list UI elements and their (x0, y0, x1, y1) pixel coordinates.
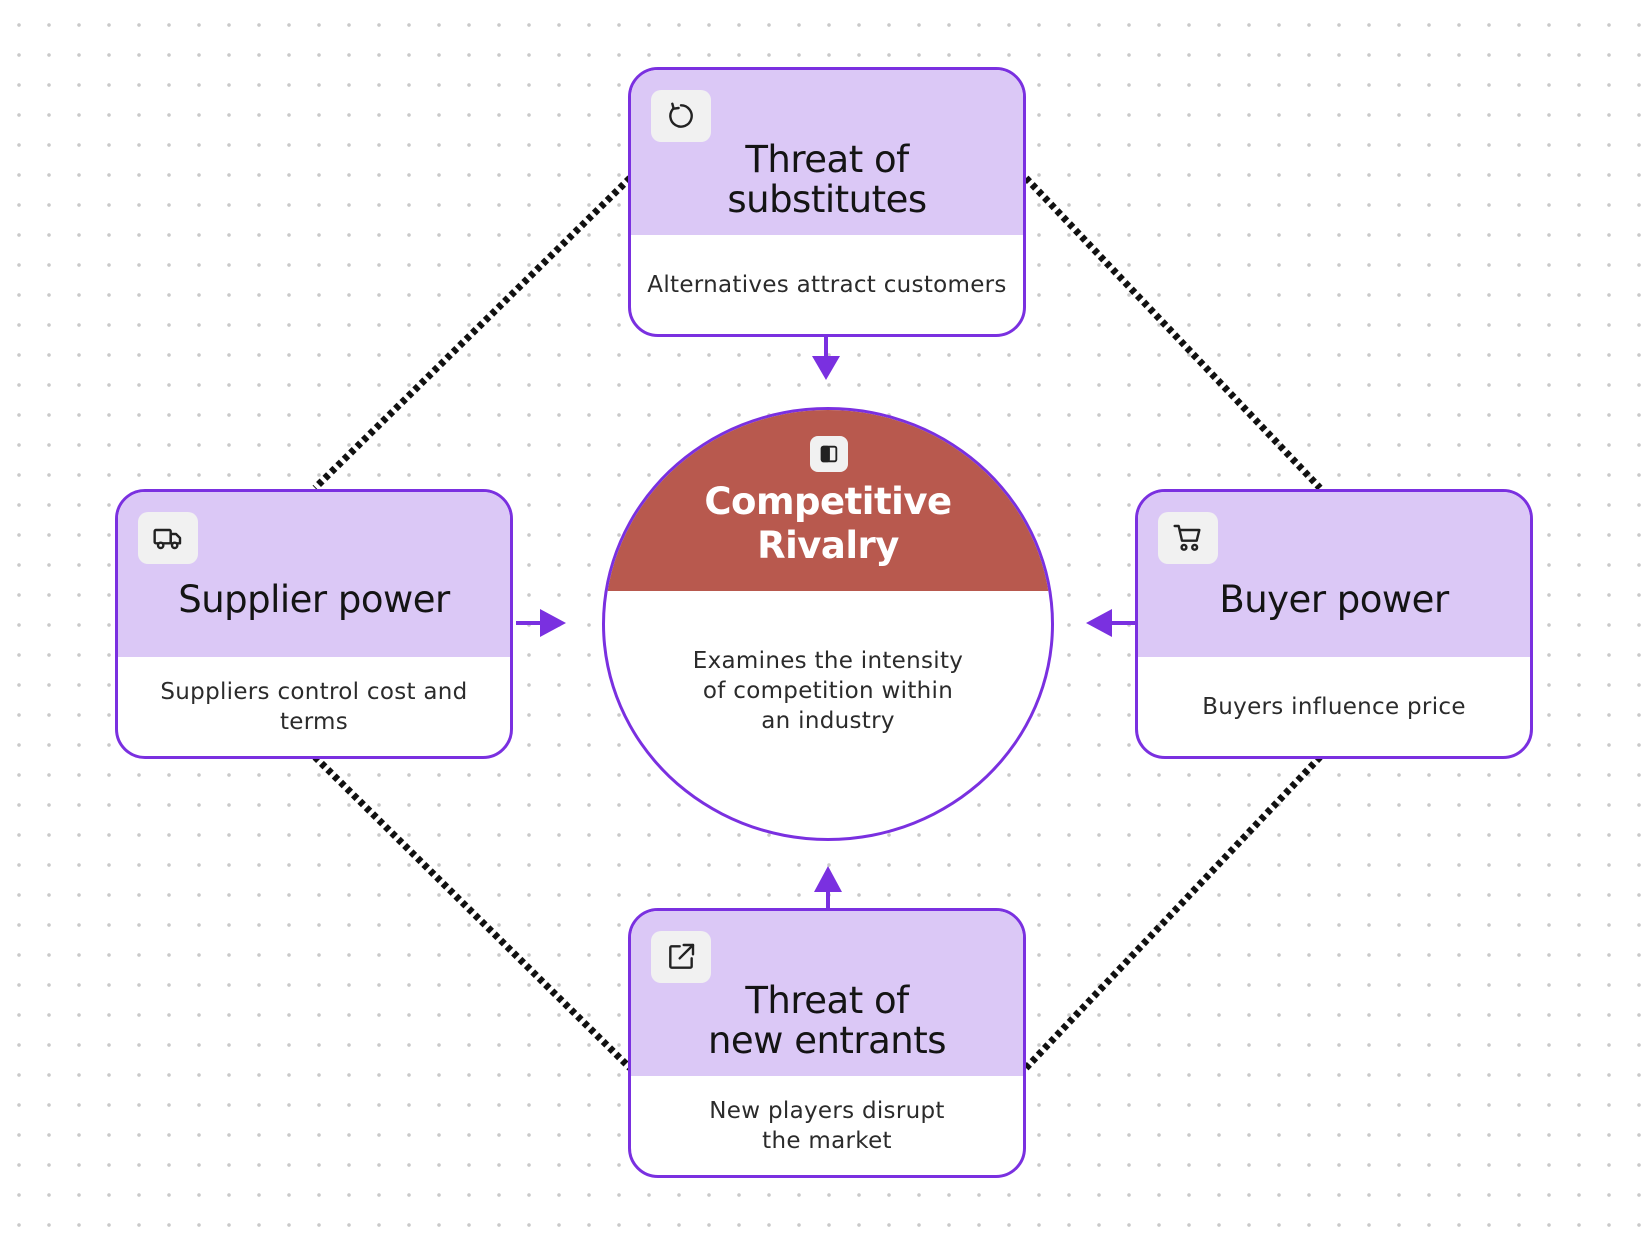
card-description: Alternatives attract customers (647, 271, 1007, 298)
external-link-icon (669, 943, 695, 969)
card-header: Buyer power (1138, 492, 1530, 657)
icon-tile (810, 436, 848, 472)
arrow-bottom-head (814, 866, 842, 892)
icon-tile (138, 512, 198, 564)
card-header: Supplier power (118, 492, 510, 657)
competitive-rivalry-node[interactable]: Competitive Rivalry Examines the intensi… (602, 407, 1054, 841)
dotted-connector-bottom-right (1023, 754, 1323, 1071)
card-description: New players disrupt the market (709, 1097, 945, 1154)
dotted-connector-top-right (1023, 175, 1323, 491)
center-description: Examines the intensity of competition wi… (692, 648, 964, 734)
card-title: Threat of new entrants (707, 979, 947, 1062)
force-card-threat-of-substitutes[interactable]: Threat of substitutes Alternatives attra… (628, 67, 1026, 337)
icon-tile (651, 90, 711, 142)
card-title: Threat of substitutes (727, 138, 927, 221)
force-card-threat-of-new-entrants[interactable]: Threat of new entrants New players disru… (628, 908, 1026, 1178)
dotted-connector-bottom-left (312, 754, 633, 1071)
force-card-buyer-power[interactable]: Buyer power Buyers influence price (1135, 489, 1533, 759)
truck-icon (153, 528, 182, 550)
shopping-cart-icon (1173, 524, 1201, 551)
arrow-top-head (812, 356, 840, 380)
dotted-connector-top-left (312, 175, 633, 491)
center-title: Competitive Rivalry (704, 480, 952, 567)
card-description: Buyers influence price (1202, 693, 1466, 720)
arrow-left-head (540, 609, 566, 637)
card-header: Threat of substitutes (631, 70, 1023, 235)
refresh-icon (669, 102, 693, 128)
book-icon (820, 445, 838, 463)
icon-tile (651, 931, 711, 983)
arrow-right-head (1086, 609, 1112, 637)
card-header: Threat of new entrants (631, 911, 1023, 1076)
card-description: Suppliers control cost and terms (160, 678, 468, 735)
card-title: Buyer power (1219, 578, 1449, 621)
card-title: Supplier power (178, 578, 450, 621)
icon-tile (1158, 512, 1218, 564)
force-card-supplier-power[interactable]: Supplier power Suppliers control cost an… (115, 489, 513, 759)
